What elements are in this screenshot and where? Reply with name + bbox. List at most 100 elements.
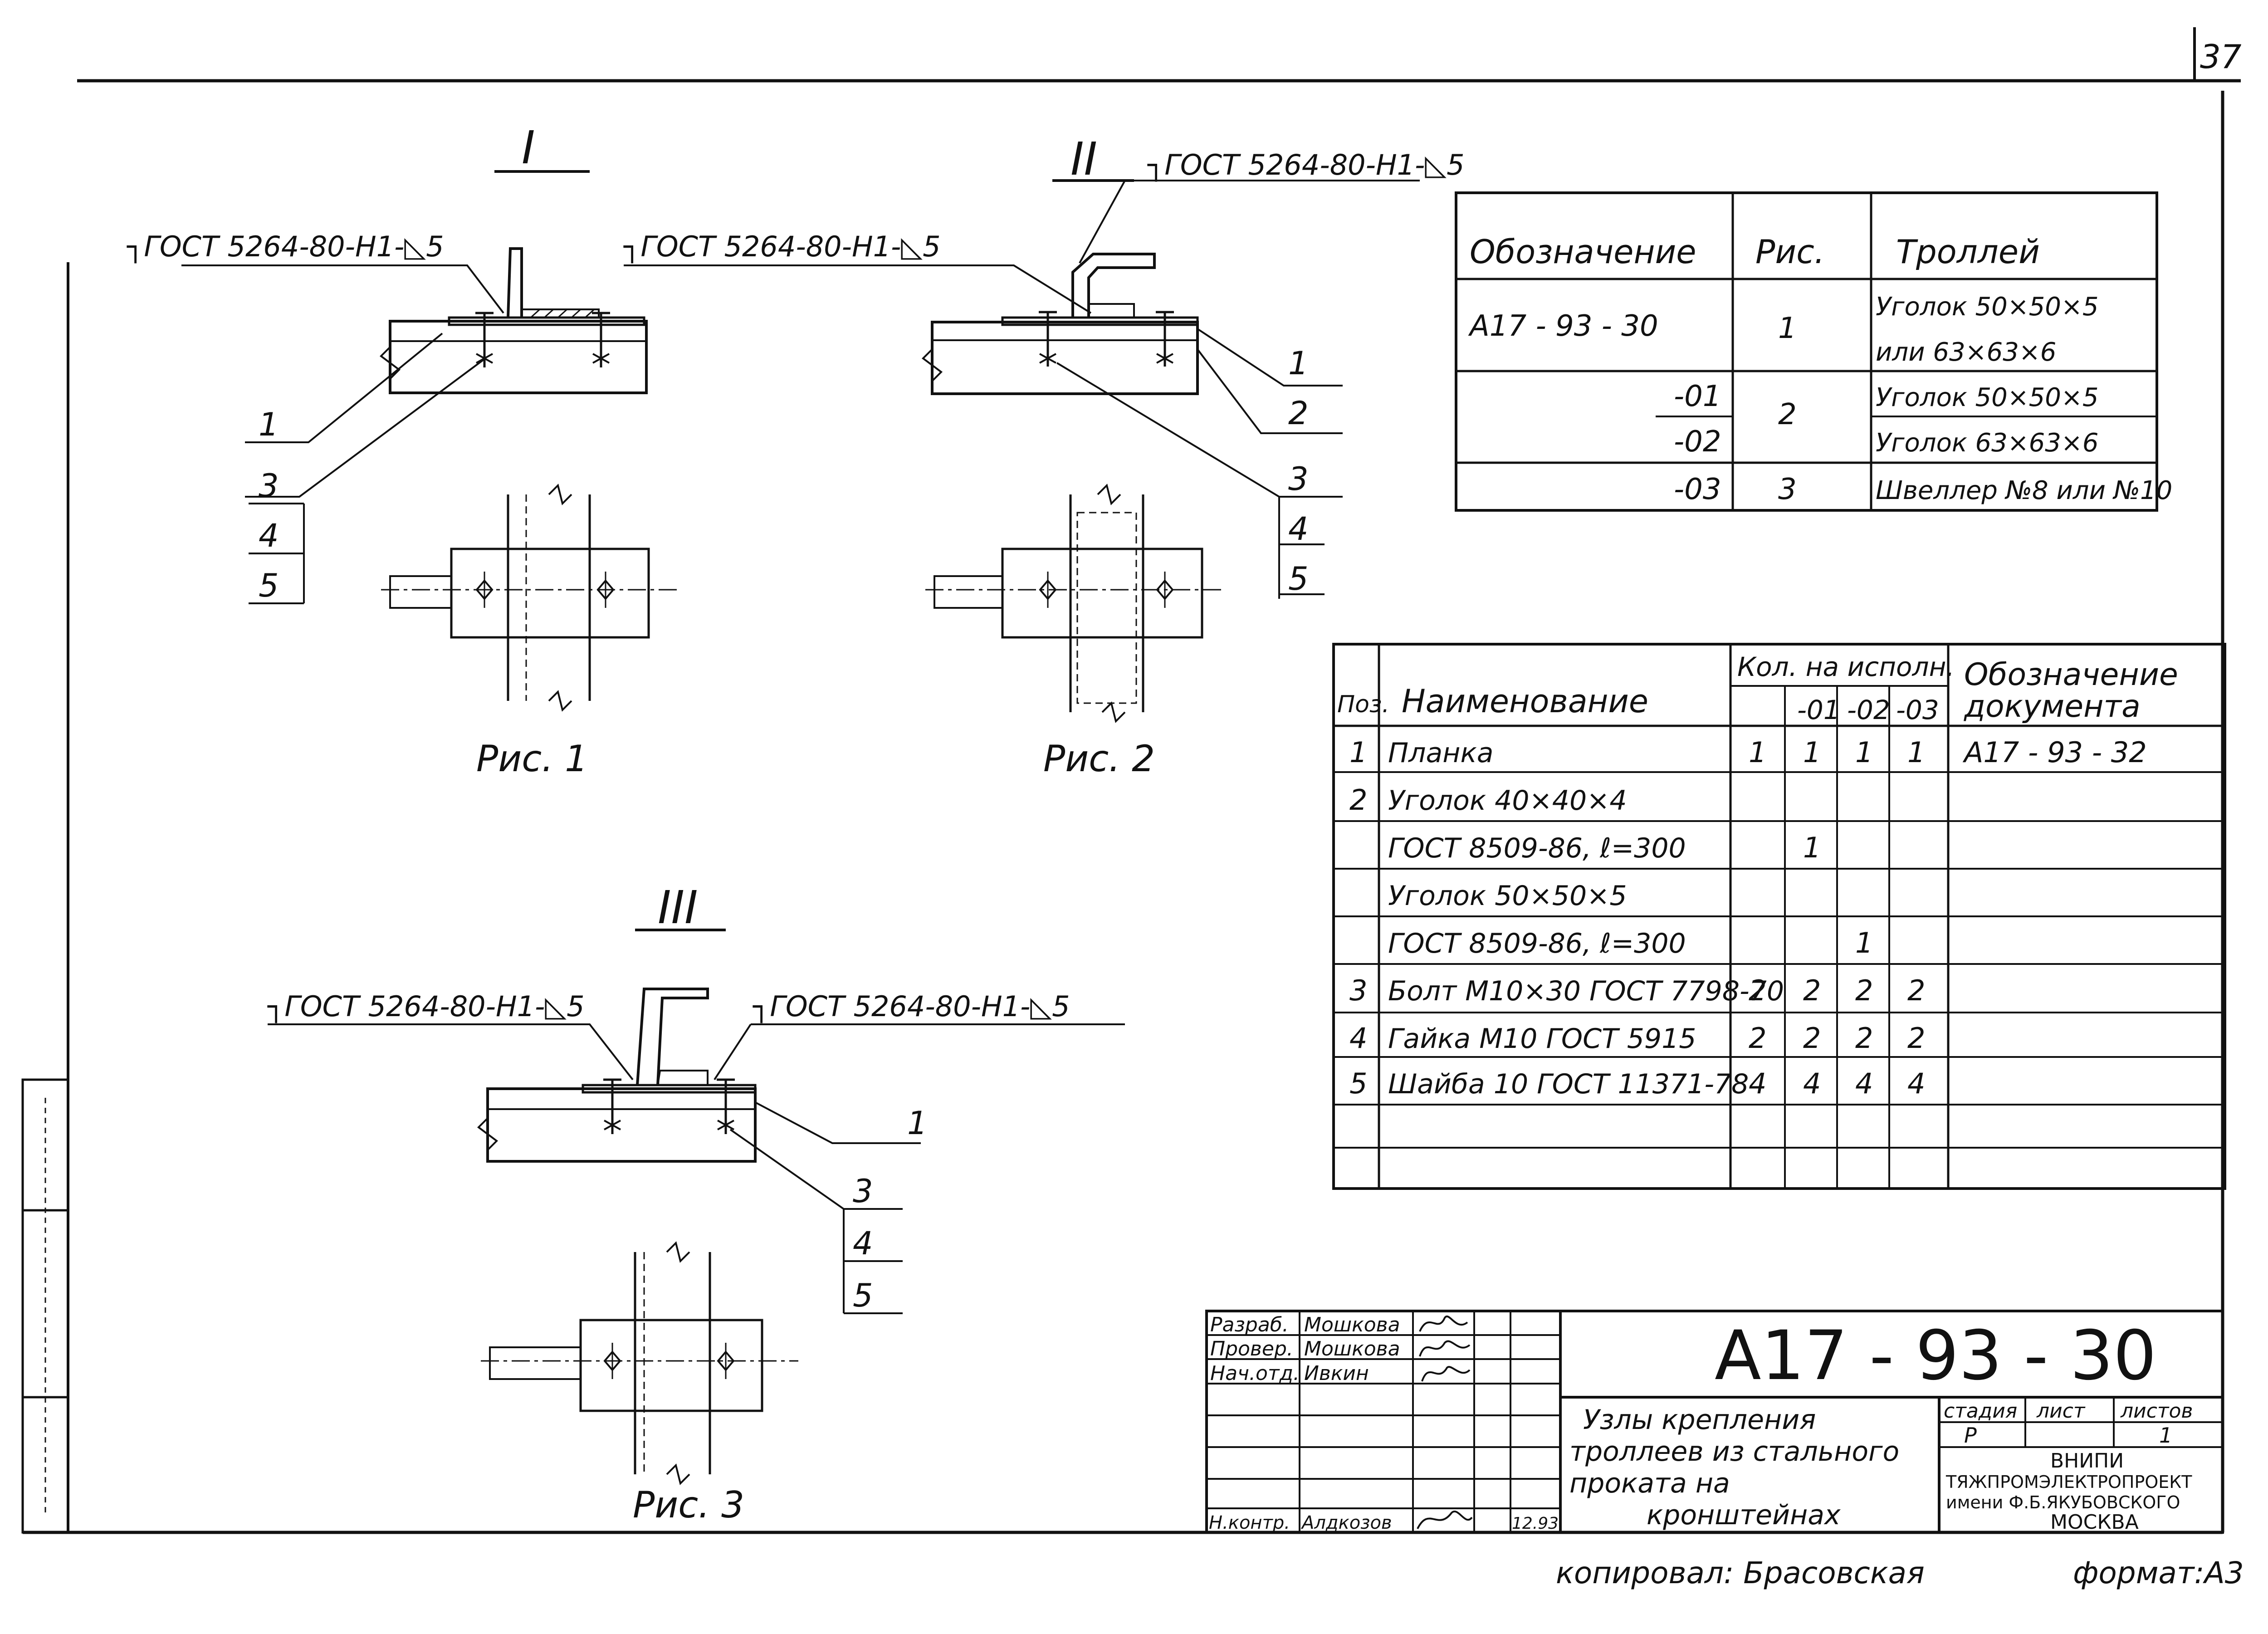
spec-row-name: Гайка М10 ГОСТ 5915: [1388, 1023, 1696, 1055]
spec-header-qty-02: -02: [1847, 695, 1890, 725]
tb-org-3: имени Ф.Б.ЯКУБОВСКОГО: [1946, 1492, 2180, 1512]
view-1-roman: I: [522, 121, 535, 174]
tb-sheets: 1: [2159, 1423, 2172, 1448]
variant-header-fig: Рис.: [1755, 233, 1825, 271]
view-3-weld-right: ┐ГОСТ 5264-80-Н1-◺5: [753, 990, 1070, 1023]
variant-row-1-designation: А17 - 93 - 30: [1468, 309, 1658, 343]
tb-org-2: ТЯЖПРОМЭЛЕКТРОПРОЕКТ: [1945, 1472, 2192, 1492]
spec-row-name: ГОСТ 8509-86, ℓ=300: [1388, 928, 1686, 959]
spec-row-qty: 2: [1749, 974, 1766, 1007]
spec-header-qty: Кол. на исполн.: [1737, 651, 1955, 682]
spec-row-pos: 4: [1349, 1022, 1367, 1055]
view-3-callout-1: 1: [907, 1105, 928, 1142]
spec-row-name: ГОСТ 8509-86, ℓ=300: [1388, 832, 1686, 864]
spec-row-qty: 2: [1749, 1022, 1766, 1055]
view-2-caption: Рис. 2: [1043, 738, 1155, 780]
tb-title-4: кронштейнах: [1647, 1499, 1841, 1531]
view-2-callout-2: 2: [1288, 395, 1309, 432]
tb-name-1: Мошкова: [1304, 1313, 1400, 1336]
variant-header-designation: Обозначение: [1470, 233, 1696, 271]
tb-role-1: Разраб.: [1210, 1313, 1289, 1336]
spec-header-qty-01: -01: [1797, 695, 1840, 725]
spec-row-qty: 4: [1855, 1067, 1873, 1100]
variant-row-3-trolley: Уголок 63×63×6: [1876, 428, 2098, 458]
spec-row-name: Планка: [1388, 737, 1493, 769]
title-block-grid: [1205, 1310, 2224, 1534]
spec-header-doc-1: Обозначение: [1964, 657, 2178, 693]
view-2-weld: ┐ГОСТ 5264-80-Н1-◺5: [1147, 148, 1465, 182]
sheet-frame: [21, 27, 2241, 1534]
spec-row-pos: 1: [1349, 736, 1367, 769]
tb-code: А17 - 93 - 30: [1715, 1316, 2156, 1395]
spec-row-pos: 2: [1349, 783, 1367, 817]
format-label: формат:А3: [2073, 1556, 2244, 1590]
spec-row-qty: 1: [1907, 736, 1925, 769]
spec-row-qty: 2: [1855, 1022, 1873, 1055]
view-2-callout-4: 4: [1288, 510, 1309, 548]
view-1-weld-right: ┐ГОСТ 5264-80-Н1-◺5: [623, 230, 941, 264]
view-1-callout-5: 5: [259, 567, 279, 604]
view-2-callout-5: 5: [1288, 560, 1309, 597]
tb-sheets-label: листов: [2120, 1399, 2193, 1423]
variant-row-1-fig: 1: [1778, 312, 1797, 345]
spec-row-name: Шайба 10 ГОСТ 11371-78: [1388, 1068, 1749, 1100]
variant-row-4-fig: 3: [1778, 473, 1797, 506]
spec-row-qty: 2: [1907, 974, 1925, 1007]
variant-table-grid: [1455, 191, 2158, 512]
tb-org-1: ВНИПИ: [2050, 1449, 2124, 1473]
view-1-callout-3: 3: [259, 467, 279, 504]
spec-row-pos: 5: [1349, 1067, 1367, 1100]
tb-name-2: Мошкова: [1304, 1337, 1400, 1360]
spec-row-name: Уголок 40×40×4: [1388, 785, 1627, 817]
variant-row-1-trolley-1: Уголок 50×50×5: [1876, 292, 2098, 322]
spec-row-qty: 1: [1803, 831, 1821, 864]
view-1-callout-4: 4: [259, 517, 279, 554]
spec-header-name: Наименование: [1402, 683, 1648, 720]
spec-header-qty-03: -03: [1896, 695, 1939, 725]
copied-by: копировал: Брасовская: [1556, 1556, 1925, 1590]
tb-stage-label: стадия: [1944, 1399, 2017, 1423]
spec-row-qty: 2: [1803, 974, 1821, 1007]
view-1-caption: Рис. 1: [476, 738, 588, 780]
spec-table-grid: [1332, 643, 2226, 1190]
spec-row-qty: 4: [1907, 1067, 1925, 1100]
spec-row-qty: 1: [1749, 736, 1766, 769]
spec-row-qty: 2: [1907, 1022, 1925, 1055]
tb-sheet-label: лист: [2036, 1399, 2086, 1423]
tb-org-4: МОСКВА: [2050, 1511, 2139, 1534]
spec-header-doc-2: документа: [1964, 689, 2141, 724]
view-3-callout-5: 5: [853, 1277, 873, 1314]
variant-row-4-trolley: Швеллер №8 или №10: [1876, 476, 2172, 505]
tb-title-1: Узлы крепления: [1583, 1404, 1816, 1436]
variant-row-2-designation: -01: [1674, 380, 1721, 413]
spec-row-qty: 4: [1803, 1067, 1821, 1100]
variant-row-3-designation: -02: [1674, 425, 1721, 459]
tb-title-2: троллеев из стального: [1569, 1436, 1899, 1468]
variant-row-4-designation: -03: [1674, 473, 1721, 506]
signatures: [1417, 1316, 1473, 1529]
spec-row-qty: 4: [1749, 1067, 1766, 1100]
view-2-callout-3: 3: [1288, 460, 1309, 498]
view-2-roman: II: [1070, 132, 1097, 186]
spec-row-qty: 2: [1855, 974, 1873, 1007]
tb-name-4: Алдкозов: [1300, 1512, 1392, 1533]
view-3-callout-4: 4: [853, 1225, 873, 1262]
spec-row-qty: 1: [1855, 736, 1873, 769]
spec-row-qty: 1: [1803, 736, 1821, 769]
view-2-callout-1: 1: [1288, 345, 1309, 382]
tb-name-3: Ивкин: [1304, 1362, 1369, 1385]
tb-role-4: Н.контр.: [1209, 1512, 1290, 1533]
variant-row-2-trolley: Уголок 50×50×5: [1876, 383, 2098, 412]
view-3-weld-left: ┐ГОСТ 5264-80-Н1-◺5: [267, 990, 585, 1023]
tb-role-2: Провер.: [1210, 1337, 1293, 1360]
view-3-roman: III: [658, 881, 698, 934]
spec-header-pos: Поз.: [1337, 691, 1389, 718]
tb-role-3: Нач.отд.: [1210, 1362, 1300, 1385]
view-1-weld-left: ┐ГОСТ 5264-80-Н1-◺5: [127, 230, 444, 264]
variant-row-1-trolley-2: или 63×63×6: [1876, 338, 2056, 367]
spec-row-qty: 1: [1855, 926, 1873, 959]
tb-date-4: 12.93: [1512, 1514, 1559, 1533]
